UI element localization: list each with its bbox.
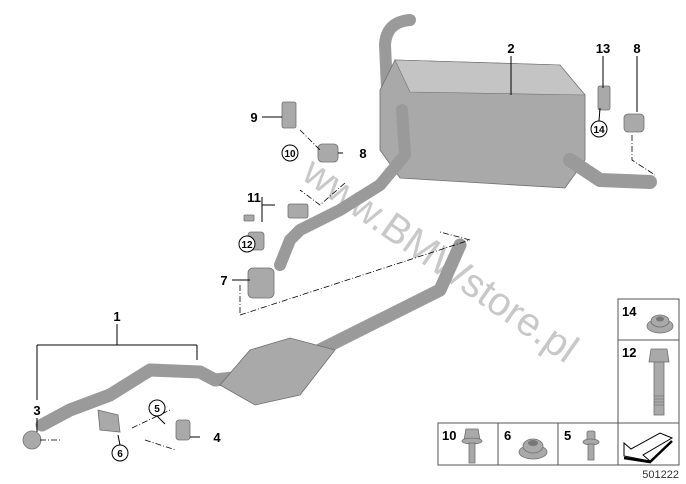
callout-2: 2 — [507, 41, 514, 56]
callout-7: 7 — [220, 273, 227, 288]
table-label-10: 10 — [442, 428, 456, 443]
direction-arrow-icon — [623, 432, 674, 464]
callout-6: 6 — [117, 449, 123, 460]
table-label-12: 12 — [622, 345, 636, 360]
callout-13: 13 — [596, 41, 610, 56]
callout-10-circle — [281, 144, 299, 162]
callout-8-right: 8 — [633, 41, 640, 56]
mount-parts — [243, 85, 645, 299]
hex-bolt-icon — [648, 348, 670, 416]
callout-5-circle — [148, 399, 166, 417]
callout-12-circle — [238, 235, 256, 253]
callout-6-circle — [111, 444, 129, 462]
rear-muffler — [274, 14, 657, 271]
callout-5: 5 — [154, 404, 160, 415]
table-label-14: 14 — [622, 304, 637, 319]
callout-12: 12 — [241, 240, 253, 251]
flange-bolt-icon — [461, 428, 483, 464]
front-pipe-catalyst — [22, 238, 467, 450]
table-label-6: 6 — [504, 428, 511, 443]
parts-table — [437, 298, 680, 466]
callout-3: 3 — [33, 403, 40, 418]
callout-14-circle — [590, 120, 608, 138]
flange-nut-icon — [646, 314, 674, 334]
callout-10: 10 — [284, 149, 296, 160]
hex-nut-icon — [518, 438, 548, 460]
torx-bolt-icon — [582, 430, 600, 461]
diagram-code: 501222 — [642, 469, 679, 481]
callout-9: 9 — [250, 110, 257, 125]
callout-8-left: 8 — [359, 146, 366, 161]
callout-14: 14 — [593, 125, 605, 136]
callout-11: 11 — [247, 190, 261, 205]
callout-4: 4 — [213, 430, 221, 445]
table-label-5: 5 — [564, 428, 571, 443]
callout-1: 1 — [113, 309, 120, 324]
